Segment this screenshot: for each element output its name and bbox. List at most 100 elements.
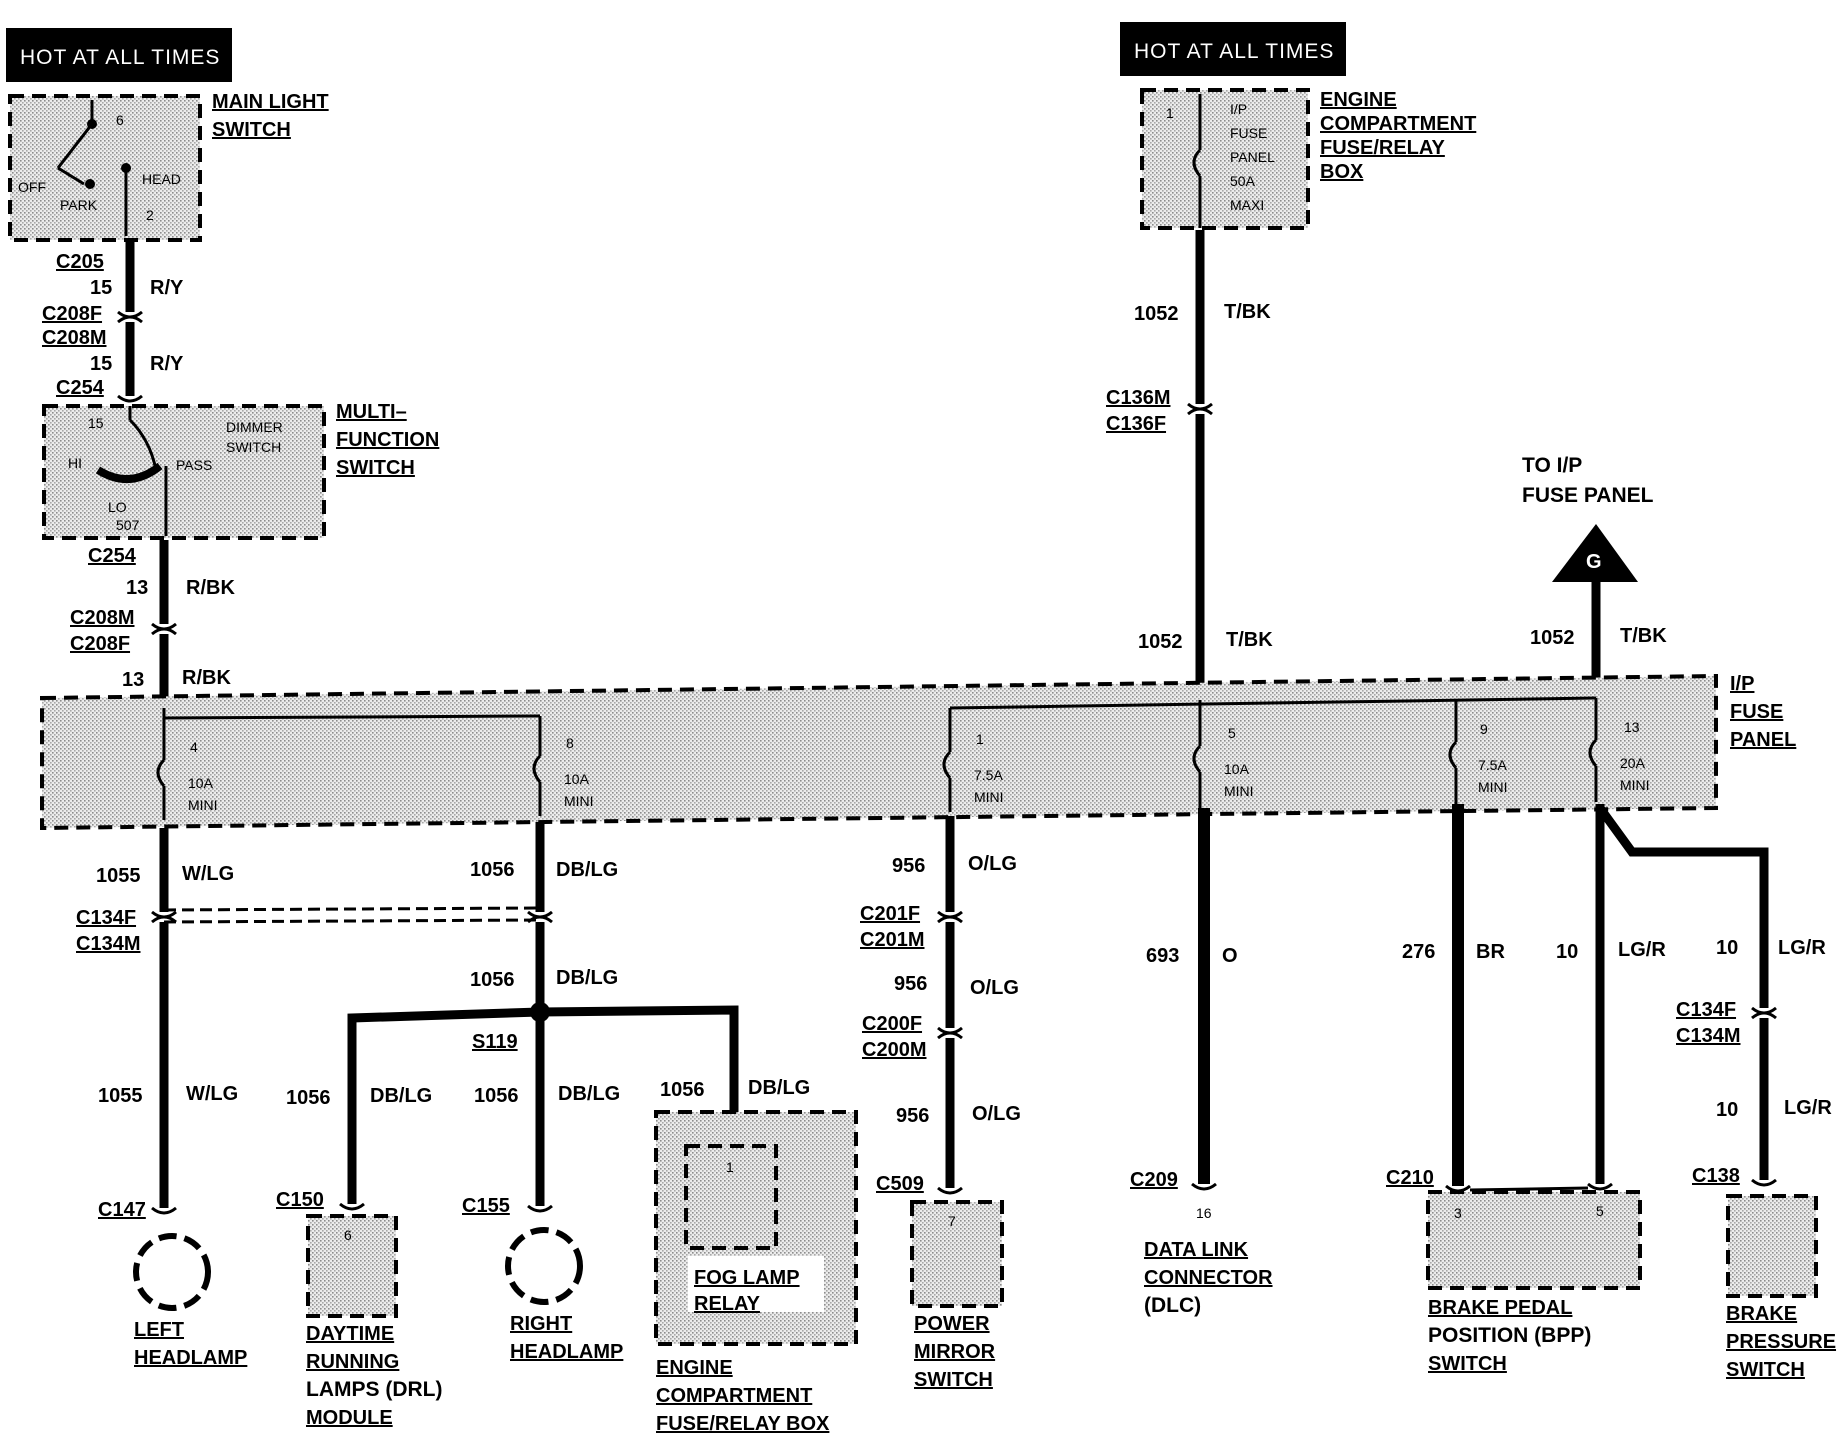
fuse-4: 4 10A MINI	[156, 708, 218, 820]
bpp-switch: 3 5 BRAKE PEDAL POSITION (BPP) SWITCH	[1426, 1190, 1642, 1375]
wire-1056	[339, 822, 739, 1213]
conn-c254-a: C254	[56, 377, 105, 399]
left-hl-1: LEFT	[134, 1319, 184, 1341]
eng-3: FUSE/RELAY BOX	[656, 1413, 830, 1435]
wire15-num: 956	[892, 855, 925, 877]
drl-4: MODULE	[306, 1407, 393, 1429]
conn-c208m-b: C208M	[70, 607, 134, 629]
fuse-13-num: 13	[1624, 719, 1640, 735]
wire8-num: 1055	[96, 865, 141, 887]
wire7-color: T/BK	[1620, 625, 1667, 647]
mls-pin-bottom: 2	[146, 207, 154, 223]
ipfp-name-2: FUSE	[1730, 701, 1783, 723]
fuse-1-type: MINI	[974, 789, 1004, 805]
dlc-1: DATA LINK	[1144, 1239, 1249, 1261]
fuse-9-type: MINI	[1478, 779, 1508, 795]
fuse-8: 8 10A MINI	[532, 716, 594, 816]
wire10-color: DB/LG	[556, 859, 618, 881]
header-left: HOT AT ALL TIMES	[6, 28, 232, 82]
fuse-8-type: MINI	[564, 793, 594, 809]
data-link-connector: 16 DATA LINK CONNECTOR (DLC)	[1144, 1205, 1273, 1317]
conn-c208f-b: C208F	[70, 633, 130, 655]
conn-c209: C209	[1130, 1169, 1178, 1191]
wire16-num: 956	[894, 973, 927, 995]
wire3-num: 13	[126, 577, 148, 599]
wire7-num: 1052	[1530, 627, 1575, 649]
eng-2: COMPARTMENT	[656, 1385, 812, 1407]
efb-fuse-4: 50A	[1230, 173, 1256, 189]
bps-1: BRAKE	[1726, 1303, 1797, 1325]
to-ip-1: TO I/P	[1522, 454, 1582, 477]
conn-c136m: C136M	[1106, 387, 1170, 409]
fuse-1-num: 1	[976, 731, 984, 747]
conn-c147: C147	[98, 1199, 146, 1221]
conn-c134m-b: C134M	[1676, 1025, 1740, 1047]
mfs-name-1: MULTI–	[336, 401, 407, 423]
conn-c200m: C200M	[862, 1039, 926, 1061]
conn-c150: C150	[276, 1189, 324, 1211]
efb-fuse-1: I/P	[1230, 101, 1247, 117]
fog-1: FOG LAMP	[694, 1267, 800, 1289]
mirror-pin: 7	[948, 1213, 956, 1229]
drl-module: 6 DAYTIME RUNNING LAMPS (DRL) MODULE	[306, 1214, 442, 1429]
conn-c201m: C201M	[860, 929, 924, 951]
wire20-color: LG/R	[1618, 939, 1666, 961]
bpp-2: POSITION (BPP)	[1428, 1324, 1591, 1347]
conn-c138: C138	[1692, 1165, 1740, 1187]
fuse-8-num: 8	[566, 735, 574, 751]
bps-2: PRESSURE	[1726, 1331, 1836, 1353]
efb-name-1: ENGINE	[1320, 89, 1397, 111]
bpp-1: BRAKE PEDAL	[1428, 1297, 1572, 1319]
bpp-pin-a: 3	[1454, 1205, 1462, 1221]
wire21-num: 10	[1716, 937, 1738, 959]
mls-pos-park: PARK	[60, 197, 98, 213]
to-ip-symbol: G	[1586, 551, 1602, 573]
wire1-color: R/Y	[150, 277, 184, 299]
wire12-num: 1056	[286, 1087, 331, 1109]
fuse-5: 5 10A MINI	[1192, 700, 1254, 808]
efb-fuse-3: PANEL	[1230, 149, 1275, 165]
conn-s119: S119	[472, 1031, 518, 1053]
fuse-8-rating: 10A	[564, 771, 590, 787]
drl-3: LAMPS (DRL)	[306, 1378, 442, 1401]
fuse-13: 13 20A MINI	[1588, 698, 1650, 802]
drl-pin: 6	[344, 1227, 352, 1243]
conn-c208m-a: C208M	[42, 327, 106, 349]
to-ip-fuse-panel: TO I/P FUSE PANEL G	[1522, 454, 1654, 700]
wire10-num: 1056	[470, 859, 515, 881]
dlc-3: (DLC)	[1144, 1294, 1201, 1317]
wire-13-rbk	[151, 540, 177, 706]
efb-fuse-5: MAXI	[1230, 197, 1264, 213]
dlc-2: CONNECTOR	[1144, 1267, 1273, 1289]
mfs-pin-out: 507	[116, 517, 140, 533]
wire2-color: R/Y	[150, 353, 184, 375]
fuse-1-rating: 7.5A	[974, 767, 1003, 783]
left-headlamp-icon	[133, 1233, 211, 1311]
wire4-color: R/BK	[182, 667, 231, 689]
conn-c200f: C200F	[862, 1013, 922, 1035]
mls-name-2: SWITCH	[212, 119, 291, 141]
bpp-pin-b: 5	[1596, 1203, 1604, 1219]
brake-pressure-switch: BRAKE PRESSURE SWITCH	[1726, 1194, 1836, 1381]
header-right: HOT AT ALL TIMES	[1120, 22, 1346, 76]
wire22-num: 10	[1716, 1099, 1738, 1121]
wire14-num: 1056	[660, 1079, 705, 1101]
conn-c134f-b: C134F	[1676, 999, 1736, 1021]
conn-c205: C205	[56, 251, 104, 273]
wire9-num: 1055	[98, 1085, 143, 1107]
fuse-4-rating: 10A	[188, 775, 214, 791]
wire4-num: 13	[122, 669, 144, 691]
wire22-color: LG/R	[1784, 1097, 1832, 1119]
wire5-num: 1052	[1134, 303, 1179, 325]
wire5-color: T/BK	[1224, 301, 1271, 323]
ipfp-name-3: PANEL	[1730, 729, 1796, 751]
wire21-color: LG/R	[1778, 937, 1826, 959]
mfs-pos-pass: PASS	[176, 457, 212, 473]
conn-c210: C210	[1386, 1167, 1434, 1189]
wire6-num: 1052	[1138, 631, 1183, 653]
header-left-text: HOT AT ALL TIMES	[20, 46, 220, 69]
to-ip-2: FUSE PANEL	[1522, 484, 1654, 507]
drl-2: RUNNING	[306, 1351, 399, 1373]
wire19-color: BR	[1476, 941, 1505, 963]
